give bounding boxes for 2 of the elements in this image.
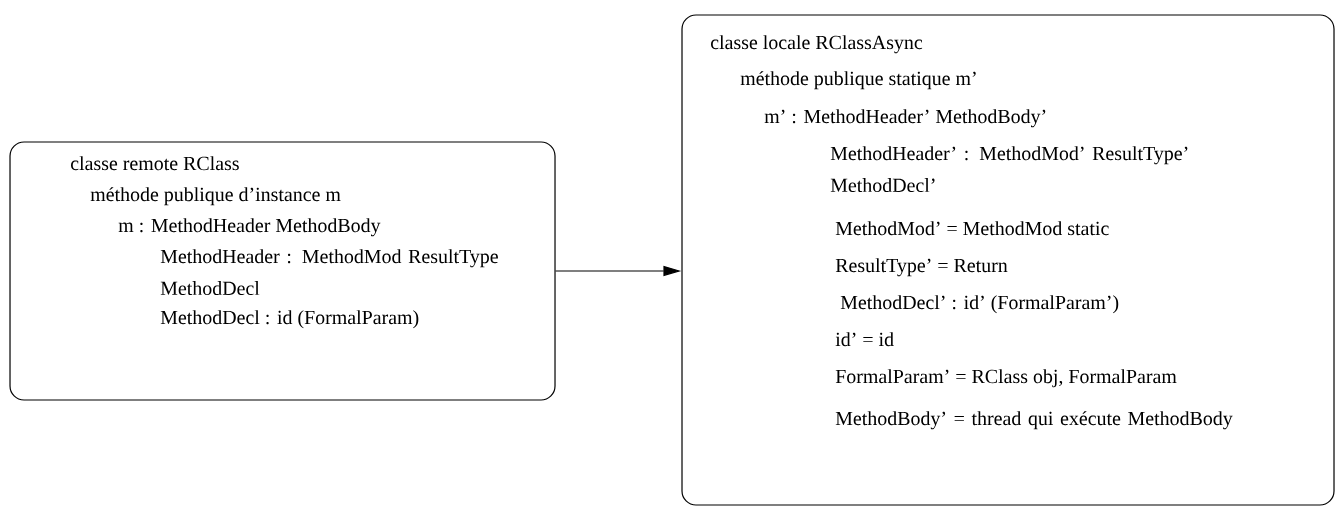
- class-box: classe locale RClassAsync méthode publique statique m’ m’ : MethodHeader’ MethodBody’ MethodHeader’ : MethodMod’ ResultType’ MethodDecl’ MethodMod’ = MethodMod static ResultType’ = Return MethodDecl’ : id’ (FormalParam’) id’ = id FormalParam’ = RClass obj, FormalParam MethodBody’ = thread qui exécute MethodBody: [681, 14, 1335, 506]
- class-box: classe remote RClass méthode publique d’instance m m : MethodHeader MethodBody MethodHeader : MethodMod ResultType MethodDecl MethodDecl : id (FormalParam): [9, 141, 556, 401]
